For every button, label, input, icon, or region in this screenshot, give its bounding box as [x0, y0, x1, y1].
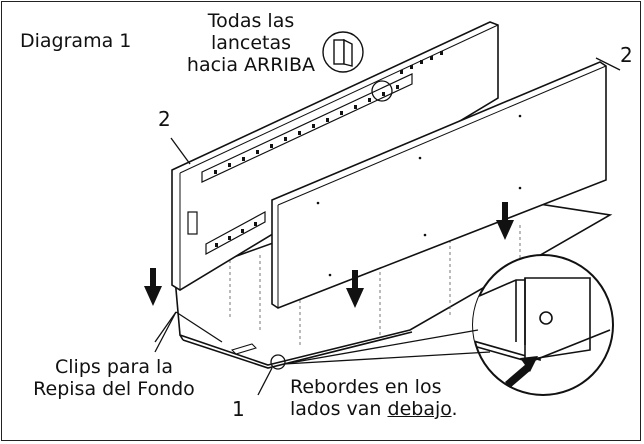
top-note-line-3: hacia ARRIBA [186, 54, 316, 76]
down-arrow-middle [346, 270, 364, 308]
callout-flanges-line-2: lados van debajo. [290, 398, 458, 420]
lance-marks-upper [214, 51, 443, 174]
down-arrow-left [144, 268, 162, 306]
down-arrow-right [496, 202, 514, 240]
back-panel [171, 21, 499, 291]
lance-marks-lower [215, 222, 257, 247]
part-number-base: 1 [232, 397, 245, 421]
flange-highlight-circle [270, 354, 286, 370]
callout-flanges-suffix: . [451, 398, 458, 420]
front-panel [271, 61, 607, 309]
callout-clips-line-2: Repisa del Fondo [33, 378, 195, 400]
callout-flanges-underlined: debajo [387, 398, 452, 420]
top-note-line-2: lancetas [210, 32, 292, 54]
top-note: Todas las lancetas hacia ARRIBA [176, 10, 326, 76]
leader-lines [154, 57, 621, 396]
lance-detail-icon [322, 31, 364, 73]
front-panel-holes [316, 114, 522, 277]
callout-clips-line-1: Clips para la [55, 356, 173, 378]
callout-flanges-line-1: Rebordes en los [290, 376, 442, 398]
part-number-left-panel: 2 [158, 107, 171, 131]
part-number-right-panel: 2 [620, 43, 633, 67]
zoom-detail [472, 254, 614, 396]
diagram-title: Diagrama 1 [20, 30, 132, 52]
callout-flanges: Rebordes en los lados van debajo. [290, 376, 458, 420]
callout-flanges-prefix: lados van [290, 398, 388, 420]
top-note-line-1: Todas las [207, 10, 295, 32]
lance-highlight-circle [371, 80, 393, 102]
callout-clips: Clips para la Repisa del Fondo [18, 356, 210, 400]
tray-clip-tab [231, 343, 257, 355]
